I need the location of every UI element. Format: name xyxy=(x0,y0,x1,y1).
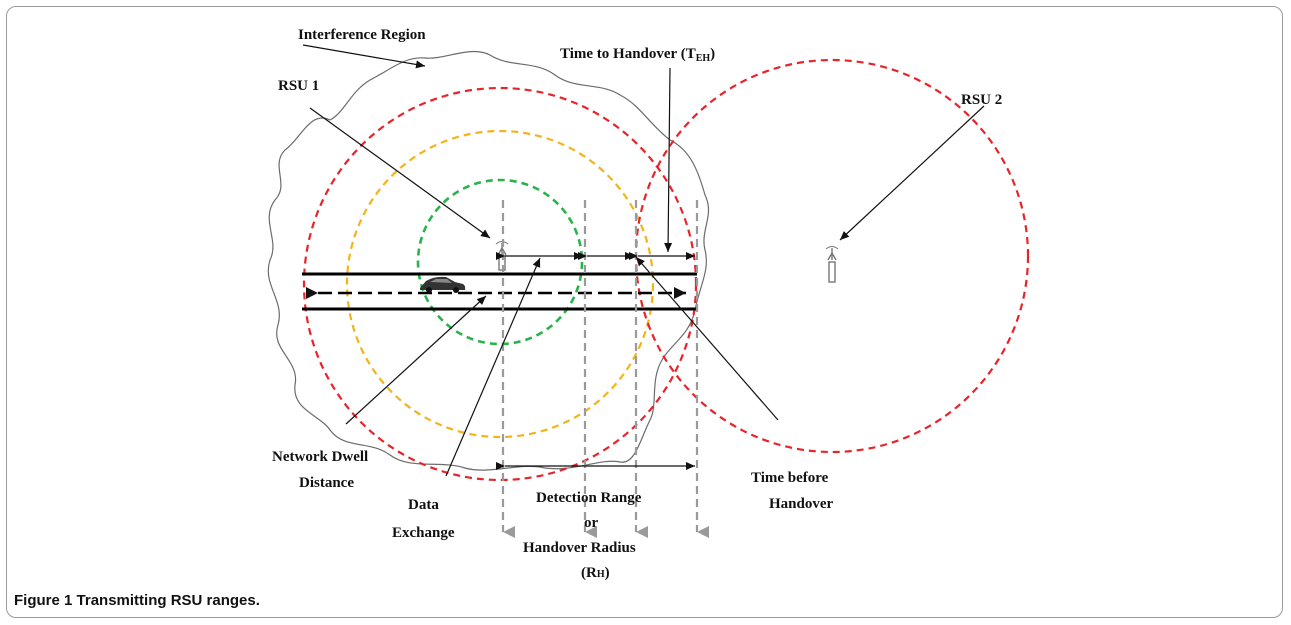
figure-number: Figure 1 xyxy=(14,592,73,609)
rsu1-detection-range xyxy=(345,129,655,439)
rsu1-data-exchange-range xyxy=(416,178,584,346)
time-before-handover-label-line1: Time before xyxy=(751,470,829,486)
network-dwell-label-line2: Distance xyxy=(299,475,354,491)
interference-region-outline xyxy=(267,50,710,471)
network-dwell-label-line1: Network Dwell xyxy=(272,449,368,465)
rsu2-antenna-icon xyxy=(825,246,839,283)
data-exchange-label-line1: Data xyxy=(408,497,439,513)
rsu2-label: RSU 2 xyxy=(961,92,1002,108)
interference-region-label: Interference Region xyxy=(298,27,426,43)
rsu1-label: RSU 1 xyxy=(278,78,319,94)
figure-caption: Figure 1 Transmitting RSU ranges. xyxy=(14,592,260,609)
detection-range-label-line1: Detection Range xyxy=(536,490,642,506)
data-exchange-label-line2: Exchange xyxy=(392,525,455,541)
time-before-handover-label-line2: Handover xyxy=(769,496,834,512)
range-segments xyxy=(496,252,695,470)
detection-range-label-line4: (RH) xyxy=(581,565,610,581)
detection-range-label-line3: Handover Radius xyxy=(523,540,636,556)
time-to-handover-label: Time to Handover (TEH) xyxy=(560,46,715,64)
figure-title: Transmitting RSU ranges. xyxy=(76,592,260,609)
pointer-lines xyxy=(302,44,985,477)
vehicle-icon xyxy=(420,276,466,293)
detection-range-label-line2: or xyxy=(584,515,599,531)
